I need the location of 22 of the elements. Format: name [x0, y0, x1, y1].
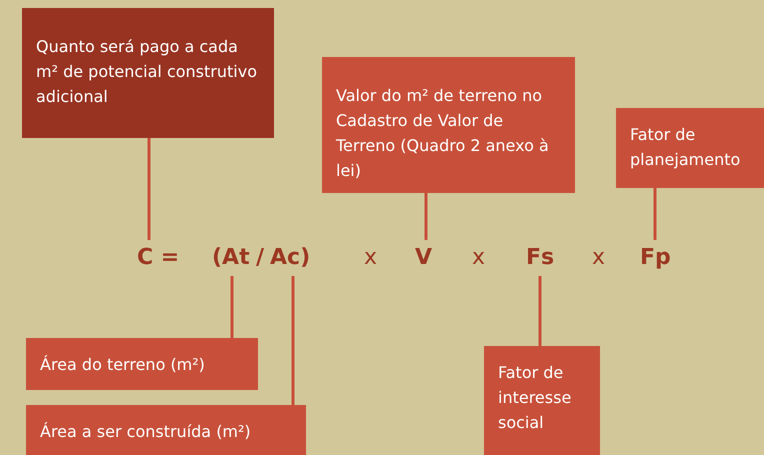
multiplication-sign: x [472, 244, 486, 272]
division-sign: / [256, 244, 264, 272]
multiplication-sign: x [592, 244, 606, 272]
leader-line [292, 276, 294, 405]
leader-line [148, 138, 150, 240]
formula-term: Ac) [270, 244, 310, 272]
formula-term: Fs [526, 244, 554, 272]
leader-line [538, 276, 542, 346]
description-box: Área a ser construída (m²) [26, 405, 306, 455]
multiplication-sign: x [364, 244, 378, 272]
leader-line [424, 193, 428, 240]
leader-line [230, 276, 234, 338]
formula-term: (At [212, 244, 250, 272]
description-box: Área do terreno (m²) [26, 338, 258, 390]
description-box: Valor do m² de terreno no Cadastro de Valor de Terreno (Quadro 2 anexo à lei) [322, 57, 575, 193]
leader-line [654, 188, 656, 240]
description-box: Quanto será pago a cada m² de potencial construtivo adicional [22, 8, 274, 138]
description-box: Fator de interesse social [484, 346, 600, 455]
formula-term: Fp [640, 244, 671, 272]
formula-term: V [415, 244, 432, 272]
formula-term: C = [137, 244, 180, 272]
description-box: Fator de planejamento [616, 108, 764, 188]
